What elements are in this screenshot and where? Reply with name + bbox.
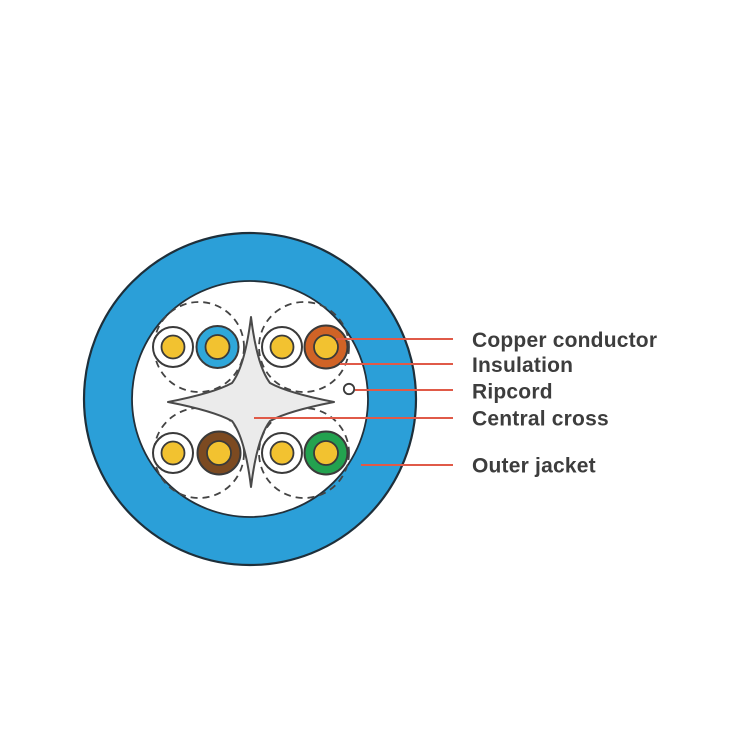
copper-conductor-tr-white xyxy=(269,334,295,360)
label-central-cross: Central cross xyxy=(472,408,609,431)
copper-conductor-brown xyxy=(206,440,232,466)
copper-conductor-blue xyxy=(204,334,231,360)
copper-conductor-bl-white xyxy=(160,440,186,466)
pair-boundary-top-left xyxy=(153,301,245,393)
central-cross xyxy=(167,316,335,488)
ripcord-circle xyxy=(342,382,356,396)
copper-conductor-green xyxy=(313,440,339,466)
wire-pair-top-left xyxy=(152,325,240,369)
copper-conductor-tl-white xyxy=(160,334,186,360)
pair-boundary-top-right xyxy=(258,301,350,393)
label-copper-conductor: Copper conductor xyxy=(472,329,657,352)
wire-pair-bottom-left xyxy=(152,430,242,476)
wire-pair-bottom-right xyxy=(261,430,349,476)
label-insulation: Insulation xyxy=(472,354,573,377)
label-outer-jacket: Outer jacket xyxy=(472,455,596,478)
copper-conductor-orange xyxy=(313,334,339,360)
label-ripcord: Ripcord xyxy=(472,381,553,404)
pair-boundary-bottom-left xyxy=(153,407,245,499)
wire-pair-top-right xyxy=(261,324,349,370)
pair-boundary-bottom-right xyxy=(258,407,350,499)
copper-conductor-br-white xyxy=(269,440,295,466)
